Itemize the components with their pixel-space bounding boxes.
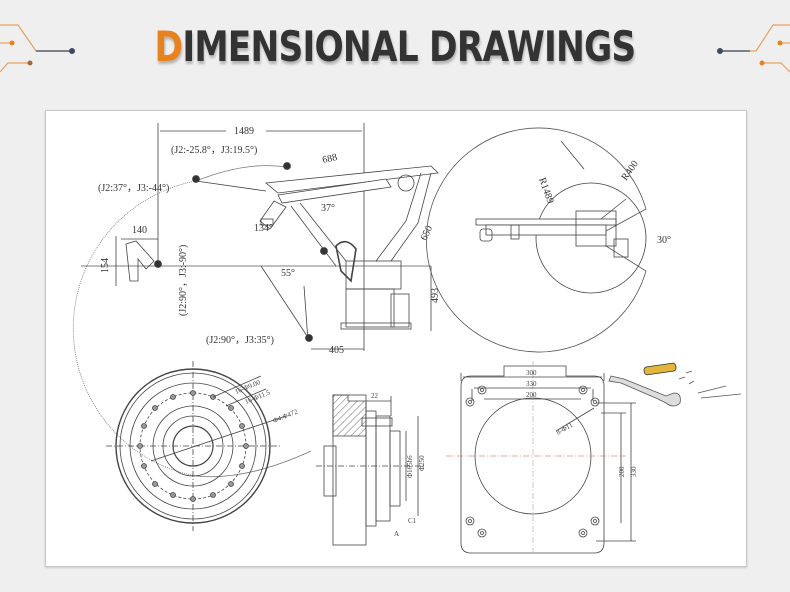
pose-label-top: (J2:-25.8°，J3:19.5°)	[171, 145, 257, 156]
dim-reach: 1489	[234, 126, 254, 137]
pose-label-vertical: (J2:90°，J3:-90°)	[178, 245, 189, 316]
plate-dim-width-mid: 330	[526, 380, 537, 388]
circuit-decoration-right	[717, 24, 790, 73]
angle-37: 37°	[321, 203, 335, 214]
top-view-drawing: R1489 R400 30°	[426, 127, 671, 353]
screws-icon	[678, 370, 695, 385]
section-dim-top: 22	[371, 392, 379, 400]
top-view-inner-radius: R400	[619, 159, 640, 183]
tools-illustration	[608, 362, 742, 407]
wrench-icon	[608, 375, 681, 407]
dim-flange-height: 154	[100, 258, 111, 273]
plate-dim-width-inner: 200	[526, 391, 537, 399]
screwdriver-icon	[643, 362, 677, 376]
section-mark: A	[394, 530, 399, 538]
title-accent-letter: D	[154, 22, 184, 71]
title-text: IMENSIONAL DRAWINGS	[182, 22, 636, 71]
pose-label-left: (J2:37°，J3:-44°)	[98, 183, 169, 194]
base-plate-drawing: 300 330 200 200 330 8-Φ11	[446, 361, 638, 556]
dim-flange-width: 140	[132, 225, 147, 236]
flange-front-drawing: 16-Φ9.00 16-Φ11.5 Φ4.Φ472	[106, 361, 299, 531]
flange-section-drawing: 22 Φ250 Φ165h6 C1 A	[316, 392, 426, 546]
top-view-dead-angle: 30°	[657, 235, 671, 246]
dim-base-offset: 405	[329, 345, 344, 356]
plate-dim-width-outer: 300	[526, 369, 537, 377]
drill-bit-icon	[697, 385, 742, 399]
section-chamfer: C1	[408, 517, 417, 525]
section-dim-outer: Φ250	[418, 455, 426, 471]
angle-134: 134°	[254, 223, 273, 234]
dim-688: 688	[321, 152, 338, 166]
plate-hole-label: 8-Φ11	[555, 421, 575, 437]
plate-dim-height-outer: 330	[630, 466, 638, 477]
dim-base-height: 493	[430, 288, 441, 303]
page-title: DIMENSIONAL DRAWINGS	[71, 22, 719, 71]
pose-label-bottom: (J2:90°，J3:35°)	[206, 335, 274, 346]
circuit-decoration-left	[0, 24, 75, 73]
drawing-panel: 1489 140 154	[45, 110, 747, 567]
side-view-drawing: 1489 140 154	[72, 123, 441, 478]
top-view-outer-radius: R1489	[536, 176, 555, 205]
flange-label-3: Φ4.Φ472	[272, 408, 300, 425]
section-dim-bore: Φ165h6	[406, 455, 414, 478]
angle-55: 55°	[281, 268, 295, 279]
plate-dim-height-inner: 200	[618, 466, 626, 477]
page-header: DIMENSIONAL DRAWINGS	[0, 0, 790, 100]
